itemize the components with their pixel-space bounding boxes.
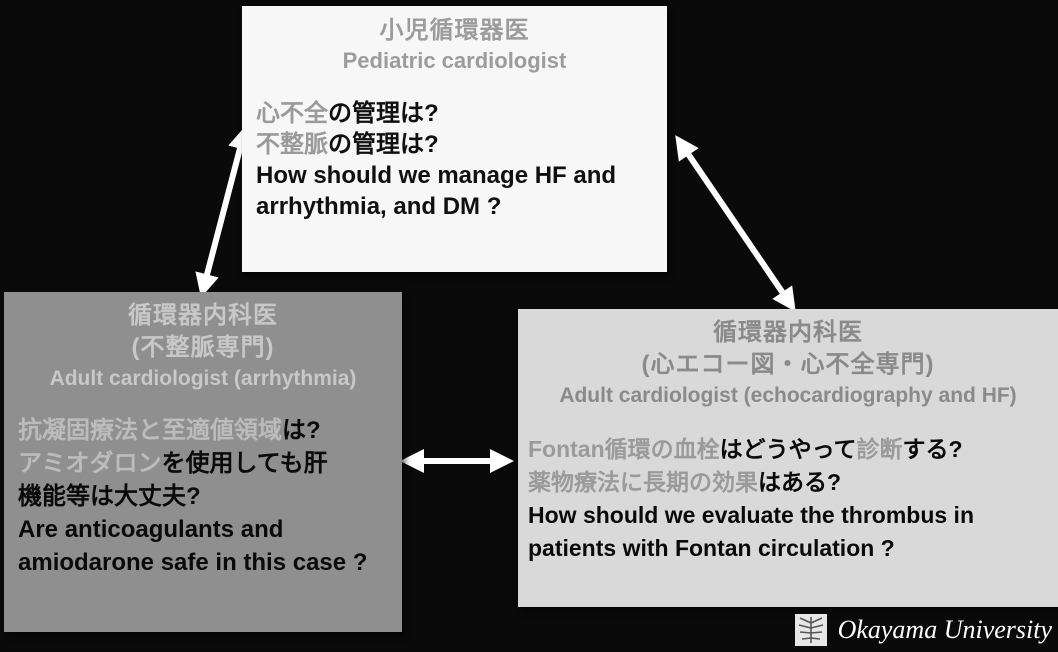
arrhythmia-q1-rest: は? [282,417,321,444]
echo-cardiologist-box: 循環器内科医 (心エコー図・心不全専門) Adult cardiologist … [518,309,1058,607]
arrhythmia-question-1: 抗凝固療法と至適値領域は? [18,414,388,447]
echo-q1-term-2: 診断 [856,436,903,462]
arrhythmia-title-ja: 循環器内科医 [128,302,278,329]
arrhythmia-question-2: アミオダロンを使用しても肝 [18,447,388,480]
pediatric-questions: 心不全の管理は? 不整脈の管理は? How should we manage H… [256,98,653,222]
pediatric-q2-term: 不整脈 [256,131,328,158]
arrhythmia-en-line-2: amiodarone safe in this case ? [18,549,368,576]
echo-en-line-2: patients with Fontan circulation ? [528,535,895,561]
echo-title-ja: 循環器内科医 [713,319,863,346]
pediatric-q1-term: 心不全 [256,100,328,127]
echo-questions: Fontan循環の血栓はどうやって診断する? 薬物療法に長期の効果はある? Ho… [528,433,1048,565]
arrhythmia-cardiologist-box: 循環器内科医 (不整脈専門) Adult cardiologist (arrhy… [4,292,402,632]
echo-question-2: 薬物療法に長期の効果はある? [528,466,1048,499]
arrow-pediatric-echo [675,135,796,312]
echo-q1-end: する? [902,436,963,462]
pediatric-q2-rest: の管理は? [328,131,439,158]
arrow-pediatric-arrhythmia [195,125,252,298]
echo-title-en: Adult cardiologist (echocardiography and… [559,384,1017,407]
arrhythmia-question-3: 機能等は大丈夫? [18,483,201,510]
pediatric-en-line-1: How should we manage HF and [256,162,617,189]
arrhythmia-questions: 抗凝固療法と至適値領域は? アミオダロンを使用しても肝 機能等は大丈夫? Are… [18,414,388,579]
pediatric-title-en: Pediatric cardiologist [342,48,567,73]
arrhythmia-q2-rest: を使用しても肝 [161,450,328,477]
pediatric-question-1: 心不全の管理は? [256,98,653,129]
pediatric-title-ja: 小児循環器医 [379,17,530,44]
echo-en-line-1: How should we evaluate the thrombus in [528,502,974,528]
echo-q1-term: Fontan循環の血栓 [528,436,720,462]
university-logo: Okayama University [792,608,1052,652]
pediatric-en-line-2: arrhythmia, and DM ? [256,193,502,220]
university-emblem-icon [794,614,827,646]
echo-q1-rest: はどうやって [719,436,857,462]
university-name: Okayama University [837,615,1052,644]
arrhythmia-en-line-1: Are anticoagulants and [18,516,284,543]
pediatric-cardiologist-box: 小児循環器医 Pediatric cardiologist 心不全の管理は? 不… [242,6,667,272]
pediatric-q1-rest: の管理は? [328,100,439,127]
echo-q2-term: 薬物療法に長期の効果 [528,469,758,495]
arrhythmia-title-sub: (不整脈専門) [131,334,275,361]
echo-q2-rest: はある? [758,469,842,495]
echo-title-sub: (心エコー図・心不全専門) [641,351,935,378]
arrhythmia-q2-term: アミオダロン [18,450,162,477]
arrhythmia-title-en: Adult cardiologist (arrhythmia) [49,367,357,390]
echo-question-1: Fontan循環の血栓はどうやって診断する? [528,433,1048,466]
arrhythmia-q1-term: 抗凝固療法と至適値領域 [18,417,282,444]
pediatric-question-2: 不整脈の管理は? [256,129,653,160]
